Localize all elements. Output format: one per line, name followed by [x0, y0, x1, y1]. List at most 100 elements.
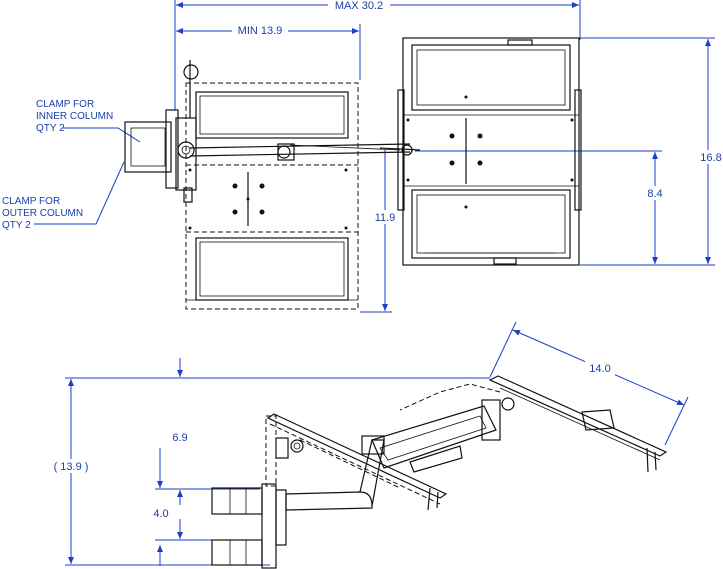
post-joint	[275, 489, 287, 546]
upper-arm-inner	[379, 415, 487, 461]
tray-hole	[259, 183, 265, 189]
plate-pocket-top-inner	[416, 49, 566, 106]
plate-hole	[406, 118, 410, 122]
arm-spring	[409, 445, 463, 473]
dim-label-bg	[232, 24, 288, 36]
wrist-block	[481, 399, 501, 441]
elbow-joint	[277, 145, 291, 159]
dim-label-bg	[328, 0, 390, 11]
dim-min-label: MIN 13.9	[238, 25, 283, 37]
tray-hole	[344, 168, 348, 172]
dim-reach-label: 14.0	[589, 363, 610, 375]
dim-label-bg	[170, 505, 190, 519]
arm-side-lower	[285, 435, 385, 511]
arm-rail	[189, 151, 411, 157]
ext-line-reach-right	[664, 396, 689, 446]
tray-pocket-bottom-inner	[199, 241, 345, 297]
tray-hole	[232, 209, 238, 215]
tray-pin	[427, 487, 431, 511]
keyboard-tray-side	[266, 413, 448, 511]
ext-line-reach-left	[489, 321, 517, 378]
wrist-link	[379, 147, 421, 151]
lower-arm	[285, 491, 373, 511]
pivot-block	[175, 117, 197, 191]
plate-hole	[477, 160, 483, 166]
plate-pin	[646, 447, 649, 473]
tray-pocket-top-inner	[199, 95, 345, 135]
tray-side-hidden	[269, 423, 441, 505]
plate-hole	[449, 133, 455, 139]
arm-joint	[361, 435, 385, 455]
tray-pocket-bottom	[195, 237, 349, 301]
keyboard-tray-top	[185, 82, 359, 310]
elbow-block	[277, 143, 295, 161]
hidden-line	[399, 383, 501, 411]
dim-label-bg	[585, 361, 615, 375]
tray-hinge	[275, 437, 289, 459]
plate-pocket-bottom-inner	[416, 194, 566, 254]
pivot-knob-inner	[181, 145, 191, 155]
dim-label-bg	[48, 459, 96, 473]
side-view: ( 13.9 ) 6.9 4.0 14.0	[48, 321, 689, 569]
plate-side	[488, 375, 668, 457]
plate-hole	[406, 178, 410, 182]
dim-max-label: MAX 30.2	[335, 0, 383, 12]
tray-pivot-inner	[293, 442, 301, 450]
clamp-inner-label: CLAMP FOR INNER COLUMN QTY 2	[36, 99, 116, 134]
plate-pin	[654, 451, 657, 471]
tray-hole	[259, 209, 265, 215]
upper-arm	[371, 405, 497, 469]
plate-hole	[464, 205, 468, 209]
tray-side-hidden	[299, 439, 401, 489]
dim-label-bg	[370, 210, 398, 224]
monitor-plate-side	[399, 375, 668, 473]
tray-hole	[232, 183, 238, 189]
tray-pin	[436, 491, 439, 509]
post-foot	[183, 187, 193, 203]
plate-edge	[397, 89, 405, 211]
monitor-plate-top	[397, 37, 582, 266]
plate-hole	[477, 133, 483, 139]
dim-label-bg	[699, 150, 723, 164]
plate-hole	[570, 178, 574, 182]
arm-side-upper	[371, 397, 515, 473]
clamp-block	[124, 121, 172, 173]
arm-rail	[189, 143, 411, 149]
plate-edge	[574, 89, 582, 211]
clamp-top	[124, 60, 199, 203]
dim-arm-label: 11.9	[375, 212, 396, 224]
dim-top-offset-label: 6.9	[172, 432, 187, 444]
leader-inner	[62, 127, 141, 143]
clamp-side	[211, 415, 287, 569]
plate-hole	[464, 95, 468, 99]
tray-pocket-top	[195, 91, 349, 139]
arm-top	[189, 143, 421, 161]
tray-hole	[188, 226, 192, 230]
plate-pocket-bottom	[411, 189, 571, 259]
plate-tab	[493, 257, 517, 265]
plate-outline	[402, 37, 580, 266]
wrist-knob	[501, 397, 515, 411]
tray-pivot	[290, 439, 304, 453]
clamp-inner	[130, 127, 166, 167]
clamp-outer-label: CLAMP FOR OUTER COLUMN QTY 2	[2, 196, 86, 231]
clamp-bar	[261, 483, 277, 569]
clamp-lower	[211, 539, 263, 566]
tray-hole	[188, 168, 192, 172]
leader-outer	[34, 161, 125, 225]
dim-plate-height-label: 16.8	[700, 152, 721, 164]
top-view: MAX 30.2 MIN 13.9 16.8 8.4 11.9 CLAMP FO…	[2, 0, 723, 313]
lower-arm-riser	[359, 439, 385, 507]
dim-clamp-spacing-label: 4.0	[153, 508, 168, 520]
plate-hole	[449, 160, 455, 166]
dim-label-bg	[643, 186, 667, 200]
plate-hole	[570, 118, 574, 122]
dim-total-height-label: ( 13.9 )	[54, 461, 89, 473]
plate-bracket	[581, 409, 615, 431]
tray-outline	[185, 82, 359, 310]
clamp-upper	[211, 487, 263, 515]
dim-plate-half-label: 8.4	[647, 188, 662, 200]
tray-hole	[344, 226, 348, 230]
